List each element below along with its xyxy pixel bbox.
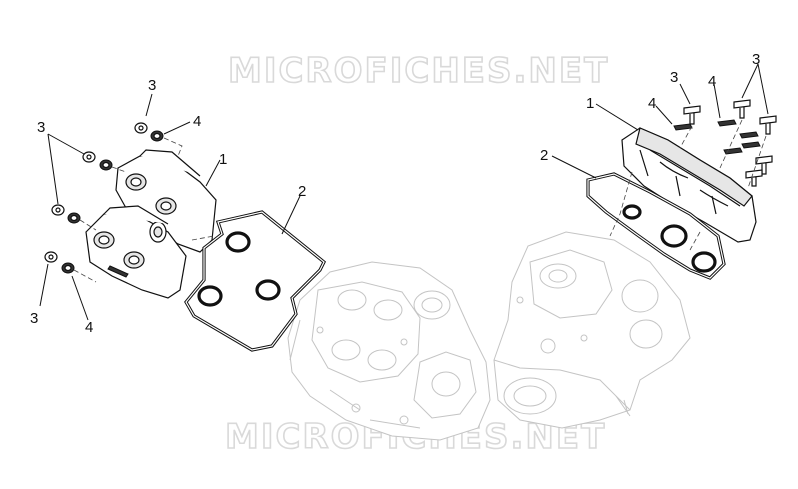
callout-3-left-bottom: 3 (30, 310, 38, 327)
right-fasteners (673, 99, 777, 187)
washer-right-5 (741, 141, 761, 149)
callout-2-left: 2 (298, 183, 306, 200)
callout-2-right: 2 (540, 147, 548, 164)
right-assembly-lines (609, 119, 767, 251)
engine-block-left (287, 261, 491, 441)
screw-right-3 (759, 115, 777, 135)
callout-4-left-top: 4 (193, 113, 201, 130)
callout-3-left-mid: 3 (37, 119, 45, 136)
left-fasteners (44, 122, 164, 274)
callout-3-left-top: 3 (148, 77, 156, 94)
screw-right-1 (683, 105, 701, 125)
callout-4-right-a: 4 (708, 73, 716, 90)
screw-right-2 (733, 99, 751, 119)
callout-4-right-b: 4 (648, 95, 656, 112)
gasket-right (586, 172, 726, 280)
watermark-top: MICROFICHES.NET (228, 51, 609, 91)
left-assembly-lines (73, 137, 215, 283)
washer-right-2 (717, 119, 737, 127)
callout-4-left-bottom: 4 (85, 319, 93, 336)
callout-1-right: 1 (586, 95, 594, 112)
head-cover-left (85, 149, 217, 299)
callout-3-right-b: 3 (752, 51, 760, 68)
callout-3-right-a: 3 (670, 69, 678, 86)
gasket-left (184, 210, 327, 352)
washer-right-1 (673, 123, 693, 131)
leader-lines (39, 63, 769, 321)
screw-right-5 (745, 169, 763, 187)
washer-right-3 (739, 131, 759, 139)
callout-1-left: 1 (219, 151, 227, 168)
engine-block-right (493, 231, 691, 429)
callout-labels: 3 4 3 1 2 3 4 3 4 3 4 1 2 (30, 51, 760, 336)
screw-right-4 (755, 155, 773, 175)
head-cover-right (621, 127, 757, 243)
